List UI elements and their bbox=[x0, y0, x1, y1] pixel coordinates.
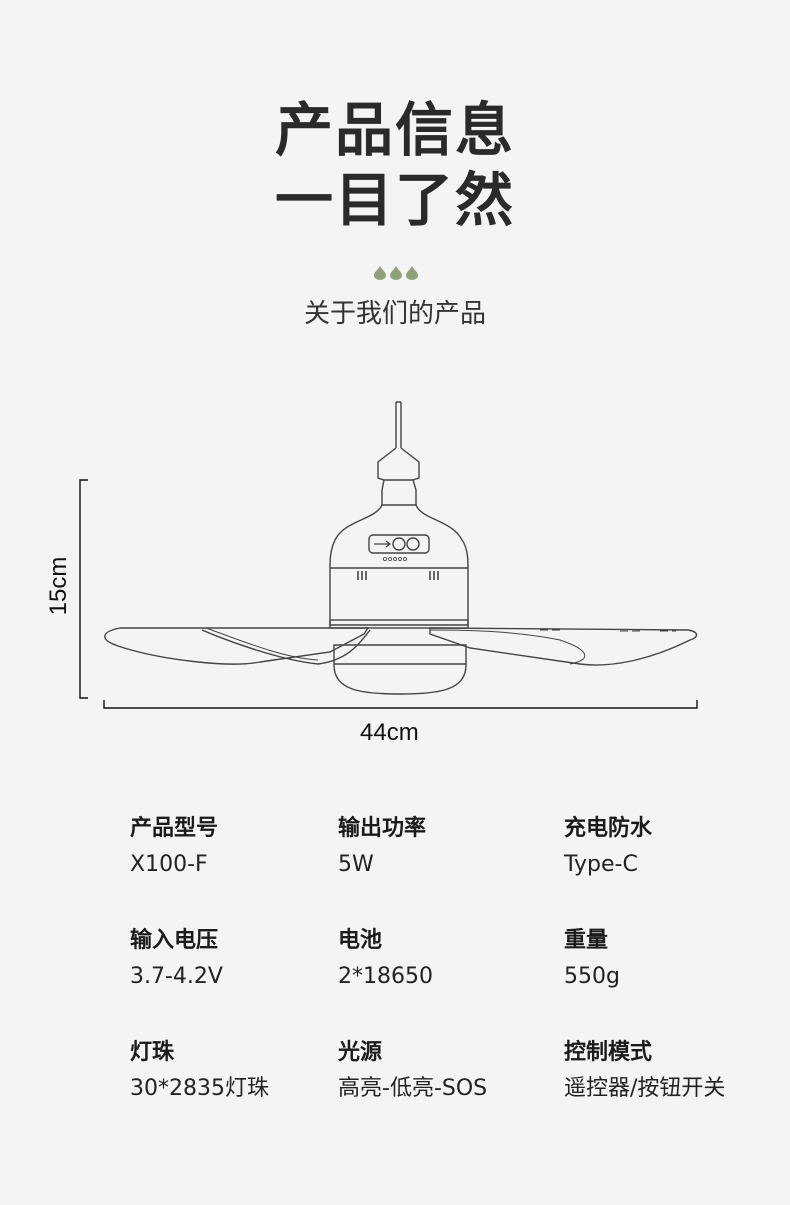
drop-icon bbox=[390, 266, 402, 280]
page-title-line1: 产品信息 bbox=[274, 96, 515, 164]
spec-value: X100-F bbox=[130, 852, 208, 877]
spec-control-mode: 控制模式 遥控器/按钮开关 bbox=[564, 1036, 764, 1108]
spec-label: 控制模式 bbox=[564, 1040, 653, 1065]
spec-label: 输出功率 bbox=[338, 816, 427, 841]
spec-led-beads: 灯珠 30*2835灯珠 bbox=[130, 1036, 338, 1108]
spec-output-power: 输出功率 5W bbox=[338, 812, 564, 884]
spec-label: 重量 bbox=[564, 928, 609, 953]
spec-label: 光源 bbox=[338, 1040, 383, 1065]
spec-value: 5W bbox=[338, 852, 374, 877]
drop-icon bbox=[374, 266, 386, 280]
spec-model: 产品型号 X100-F bbox=[130, 812, 338, 884]
spec-weight: 重量 550g bbox=[564, 924, 764, 996]
spec-charging: 充电防水 Type-C bbox=[564, 812, 764, 884]
spec-label: 充电防水 bbox=[564, 816, 653, 841]
spec-label: 输入电压 bbox=[130, 928, 219, 953]
page-title-line2: 一目了然 bbox=[274, 166, 515, 234]
height-dimension-label: 15cm bbox=[45, 556, 72, 616]
spec-value: 30*2835灯珠 bbox=[130, 1076, 269, 1101]
spec-light-source: 光源 高亮-低亮-SOS bbox=[338, 1036, 564, 1108]
spec-value: 3.7-4.2V bbox=[130, 964, 223, 989]
spec-label: 产品型号 bbox=[130, 816, 219, 841]
spec-label: 电池 bbox=[338, 928, 383, 953]
spec-value: 高亮-低亮-SOS bbox=[338, 1076, 488, 1101]
fan-diagram bbox=[79, 401, 698, 709]
section-subtitle: 关于我们的产品 bbox=[303, 299, 486, 329]
leaf-drops-decoration bbox=[374, 266, 418, 282]
spec-label: 灯珠 bbox=[130, 1040, 175, 1065]
width-dimension-label: 44cm bbox=[360, 719, 419, 746]
spec-value: 550g bbox=[564, 964, 620, 989]
spec-value: Type-C bbox=[564, 852, 638, 877]
drop-icon bbox=[406, 266, 418, 280]
spec-value: 遥控器/按钮开关 bbox=[564, 1076, 726, 1101]
spec-value: 2*18650 bbox=[338, 964, 433, 989]
spec-grid: 产品型号 X100-F 输出功率 5W 充电防水 Type-C 输入电压 3.7… bbox=[130, 812, 764, 1108]
hook-icon bbox=[377, 401, 420, 481]
spec-battery: 电池 2*18650 bbox=[338, 924, 564, 996]
spec-input-voltage: 输入电压 3.7-4.2V bbox=[130, 924, 338, 996]
